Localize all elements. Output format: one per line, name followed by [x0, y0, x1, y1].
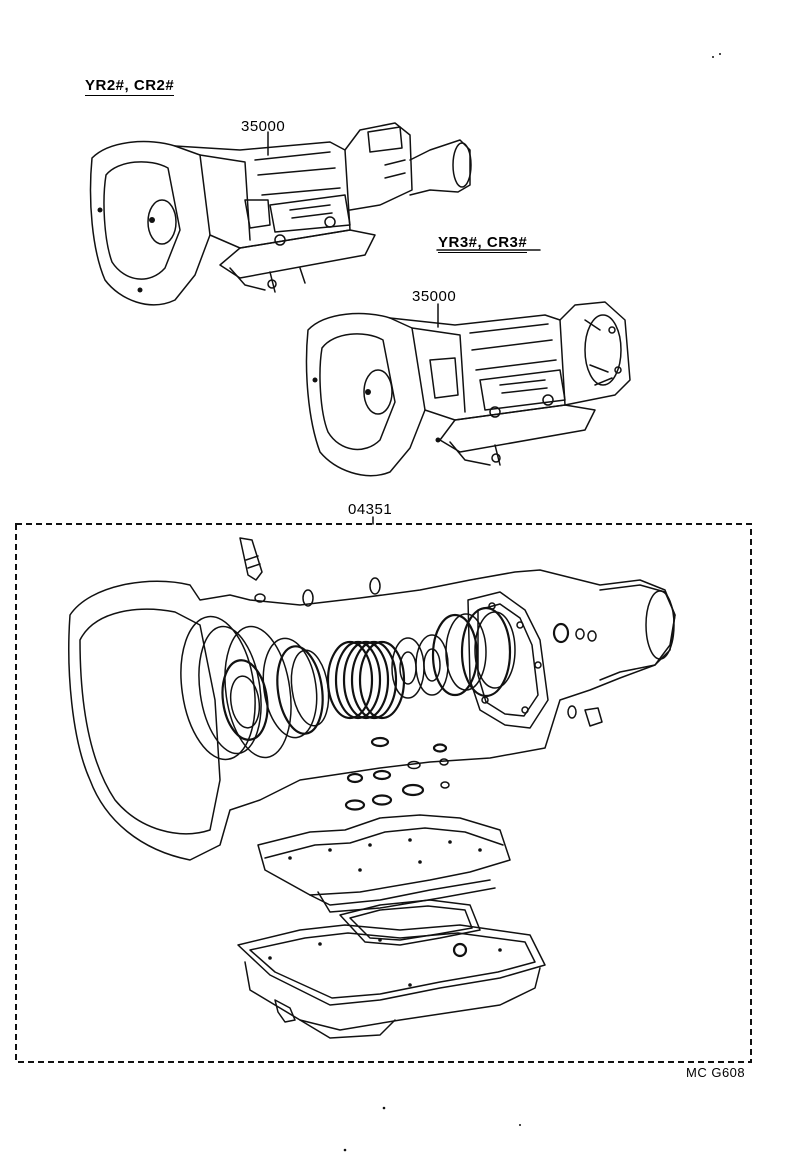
transmission-case-outline	[68, 537, 676, 861]
o-rings-upper	[302, 577, 603, 727]
transmission-assembly-top	[89, 122, 472, 306]
valve-body-gaskets	[257, 814, 511, 946]
part-number-35000-top: 35000	[241, 118, 286, 135]
variant-label-yr3-cr3: YR3#, CR3#	[438, 234, 528, 253]
kit-part-number-04351: 04351	[348, 501, 393, 518]
scan-specks	[343, 53, 721, 1152]
overhaul-kit-box	[15, 516, 752, 1063]
seal-rings	[180, 606, 516, 761]
part-number-35000-mid: 35000	[412, 288, 457, 305]
transmission-assembly-mid	[305, 249, 631, 477]
oil-pan-and-gasket	[237, 924, 546, 1039]
diagram-code: MC G608	[686, 1065, 746, 1080]
small-seals-lower	[344, 736, 450, 811]
variant-label-yr2-cr2: YR2#, CR2#	[85, 77, 175, 96]
